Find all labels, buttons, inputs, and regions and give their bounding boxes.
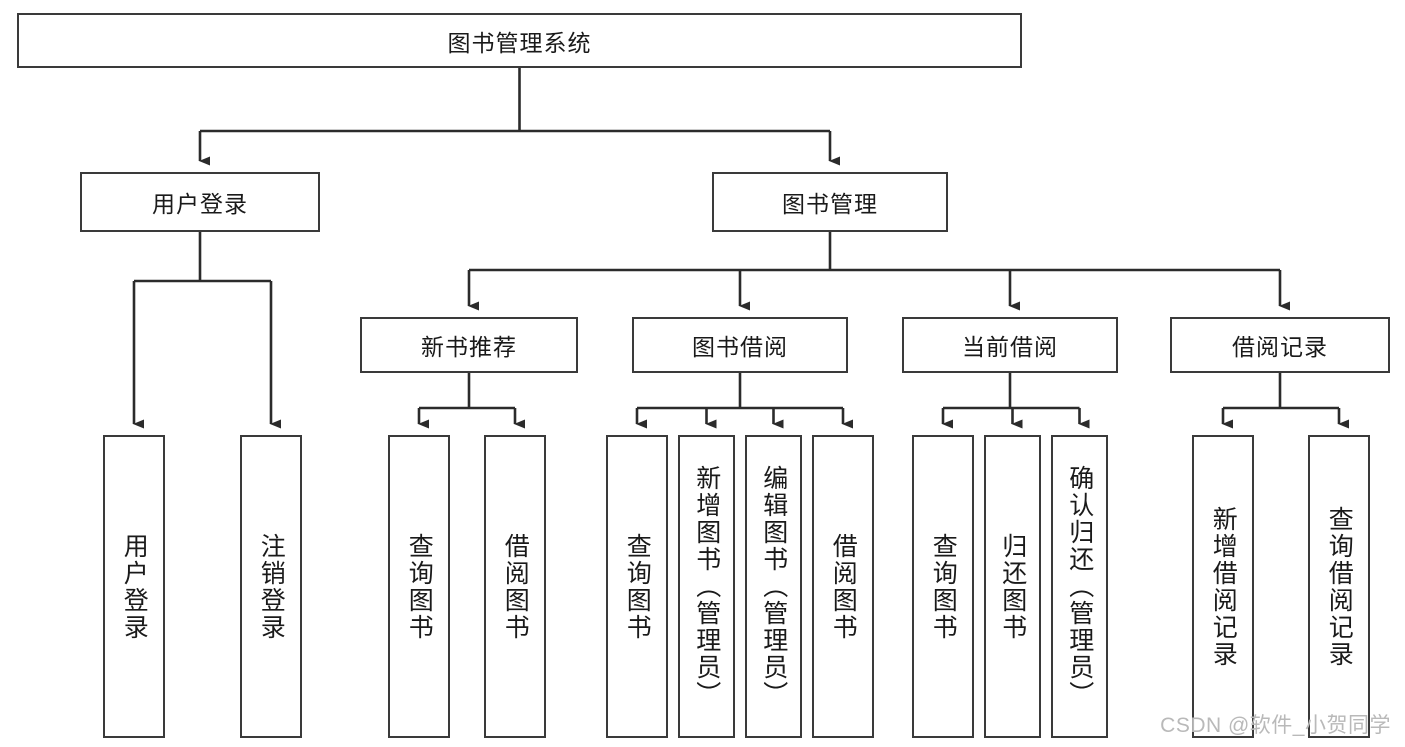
node-leaf-0[interactable]: 用户登录	[103, 435, 165, 738]
node-label: 新书推荐	[421, 334, 517, 360]
node-leaf-2[interactable]: 查询图书	[388, 435, 450, 738]
node-l2-1[interactable]: 图书管理	[712, 172, 948, 232]
node-label: 图书管理系统	[447, 29, 592, 56]
node-label: 借阅图书	[501, 532, 530, 641]
node-label: 借阅记录	[1232, 334, 1328, 360]
node-label: 编辑图书（管理员）	[759, 465, 788, 708]
node-leaf-6[interactable]: 编辑图书（管理员）	[745, 435, 802, 738]
node-label: 确认归还（管理员）	[1065, 465, 1094, 708]
node-label: 用户登录	[152, 191, 248, 217]
node-l3-1[interactable]: 图书借阅	[632, 317, 848, 373]
node-label: 归还图书	[998, 532, 1027, 641]
node-label: 查询图书	[623, 532, 652, 641]
node-leaf-9[interactable]: 归还图书	[984, 435, 1041, 738]
node-l2-0[interactable]: 用户登录	[80, 172, 320, 232]
node-label: 查询借阅记录	[1325, 505, 1354, 668]
node-leaf-5[interactable]: 新增图书（管理员）	[678, 435, 735, 738]
node-leaf-1[interactable]: 注销登录	[240, 435, 302, 738]
node-label: 用户登录	[120, 532, 149, 641]
node-l3-0[interactable]: 新书推荐	[360, 317, 578, 373]
node-leaf-11[interactable]: 新增借阅记录	[1192, 435, 1254, 738]
node-leaf-8[interactable]: 查询图书	[912, 435, 974, 738]
node-label: 图书管理	[782, 191, 878, 217]
node-leaf-4[interactable]: 查询图书	[606, 435, 668, 738]
node-leaf-3[interactable]: 借阅图书	[484, 435, 546, 738]
node-label: 当前借阅	[962, 334, 1058, 360]
node-label: 新增借阅记录	[1209, 505, 1238, 668]
node-label: 注销登录	[257, 532, 286, 641]
node-label: 查询图书	[405, 532, 434, 641]
node-leaf-12[interactable]: 查询借阅记录	[1308, 435, 1370, 738]
node-l3-3[interactable]: 借阅记录	[1170, 317, 1390, 373]
node-leaf-10[interactable]: 确认归还（管理员）	[1051, 435, 1108, 738]
node-label: 借阅图书	[829, 532, 858, 641]
csdn-watermark: CSDN @软件_小贺同学	[1160, 714, 1391, 737]
node-l3-2[interactable]: 当前借阅	[902, 317, 1118, 373]
node-label: 查询图书	[929, 532, 958, 641]
node-label: 新增图书（管理员）	[692, 465, 721, 708]
node-leaf-7[interactable]: 借阅图书	[812, 435, 874, 738]
node-root-system[interactable]: 图书管理系统	[17, 13, 1022, 68]
node-label: 图书借阅	[692, 334, 788, 360]
